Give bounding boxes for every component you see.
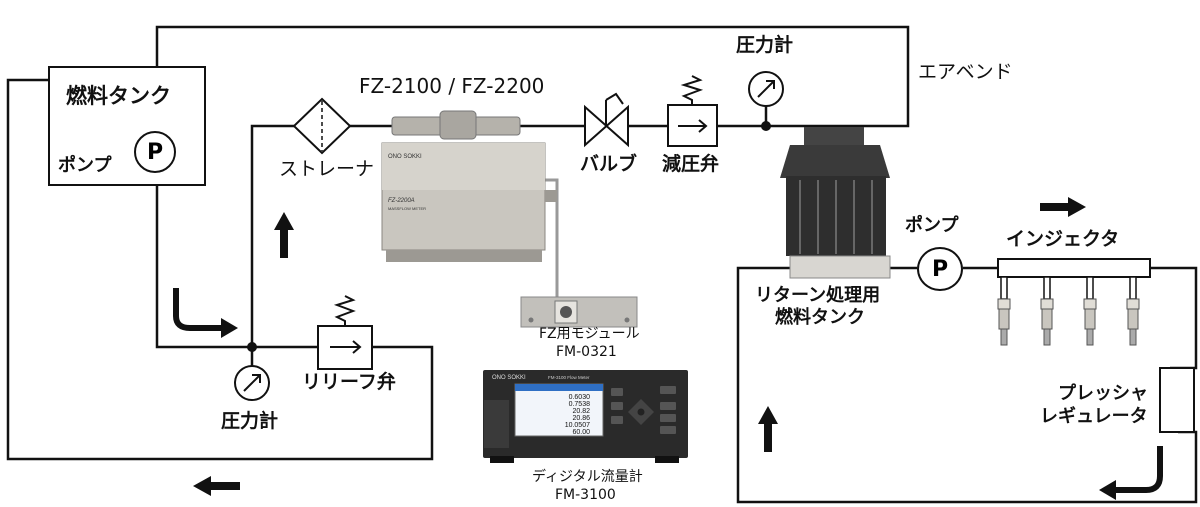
curve-arrow-icon	[1114, 446, 1163, 493]
injector-label: インジェクタ	[1006, 228, 1120, 250]
display-reading: 0.7538	[569, 401, 591, 408]
injector-nozzle-icon	[1126, 276, 1140, 346]
curve-arrow-icon	[173, 288, 222, 331]
pressure-gauge-top-icon	[748, 71, 784, 107]
curve-arrowhead-icon	[1099, 480, 1116, 500]
arrow-right-icon	[1040, 197, 1086, 217]
riser-line	[250, 124, 295, 347]
pump-left-icon: P	[134, 131, 176, 173]
pressure-gauge-top-label: 圧力計	[736, 34, 794, 56]
strainer-icon	[292, 97, 352, 155]
display-reading: 60.00	[572, 429, 590, 436]
relief-valve-icon	[317, 295, 373, 370]
injector-rail-device	[997, 258, 1151, 346]
fz-module-device	[520, 296, 638, 328]
fuel-tank-box	[48, 66, 206, 186]
flowmeter-sub-text: MASSFLOW METER	[388, 206, 426, 211]
flowmeter-model-label: FZ-2100 / FZ-2200	[359, 74, 545, 98]
arrow-up-icon	[758, 406, 778, 452]
pressure-gauge-bottom-label: 圧力計	[221, 410, 279, 432]
return-tank-device	[780, 127, 891, 279]
pressure-reducer-icon	[667, 75, 718, 147]
air-vent-line	[155, 25, 910, 128]
digital-flowmeter-label-1: ディジタル流量計	[532, 469, 643, 485]
valve-icon	[584, 92, 629, 148]
display-button[interactable]	[660, 402, 676, 410]
pump-right-icon: P	[917, 247, 963, 291]
display-button[interactable]	[660, 426, 676, 434]
fz-module-label-1: FZ用モジュール	[539, 326, 640, 342]
display-reading: 20.86	[572, 415, 590, 422]
pressure-regulator-label-2: レギュレータ	[1040, 406, 1148, 427]
pressure-regulator-icon	[1159, 367, 1195, 433]
display-reading: 10.0507	[565, 422, 590, 429]
arrow-up-icon	[274, 212, 294, 258]
digital-flowmeter-label-2: FM-3100	[555, 487, 616, 503]
strainer-label: ストレーナ	[279, 158, 375, 180]
flowmeter-brand-text: ONO SOKKI	[388, 154, 422, 160]
display-brand-text: ONO SOKKI	[492, 375, 526, 381]
relief-valve-label: リリーフ弁	[302, 371, 396, 393]
injector-nozzle-icon	[1083, 276, 1097, 346]
curve-arrowhead-icon	[221, 318, 238, 338]
valve-label: バルブ	[580, 153, 638, 175]
display-button[interactable]	[660, 414, 676, 422]
fz-module-label-2: FM-0321	[556, 344, 617, 360]
return-tank-label-1: リターン処理用	[755, 285, 881, 306]
flowmeter-device: ONO SOKKI FZ-2200A MASSFLOW METER	[381, 110, 557, 262]
pressure-regulator-label-1: プレッシャ	[1058, 383, 1148, 404]
junction-dot	[247, 342, 257, 352]
junction-dot	[761, 121, 771, 131]
outer-return-line	[6, 78, 434, 461]
pump-symbol: P	[931, 256, 949, 282]
display-button[interactable]	[611, 388, 623, 396]
flowmeter-plate-text: FZ-2200A	[388, 198, 415, 204]
injector-nozzle-icon	[997, 276, 1011, 346]
display-title-text: FM-3100 Flow Meter	[548, 375, 590, 380]
air-vent-label: エアベンド	[918, 61, 1013, 83]
pressure-reducer-label: 減圧弁	[662, 153, 720, 175]
display-button[interactable]	[660, 386, 676, 394]
pump-symbol: P	[146, 139, 164, 165]
pump-left-label: ポンプ	[58, 155, 112, 176]
display-button[interactable]	[611, 416, 623, 424]
display-reading: 20.82	[572, 408, 590, 415]
display-button[interactable]	[611, 402, 623, 410]
injector-nozzle-icon	[1040, 276, 1054, 346]
arrow-left-icon	[193, 476, 240, 496]
pump-supply-line	[155, 185, 318, 349]
flow-arrows	[193, 197, 1086, 496]
return-tank-label-2: 燃料タンク	[775, 307, 865, 328]
display-reading: 0.6030	[569, 394, 591, 401]
pressure-gauge-bottom-icon	[234, 365, 270, 401]
regulator-line	[1150, 266, 1198, 370]
pump-right-label: ポンプ	[905, 215, 959, 236]
fuel-tank-label: 燃料タンク	[66, 84, 171, 108]
